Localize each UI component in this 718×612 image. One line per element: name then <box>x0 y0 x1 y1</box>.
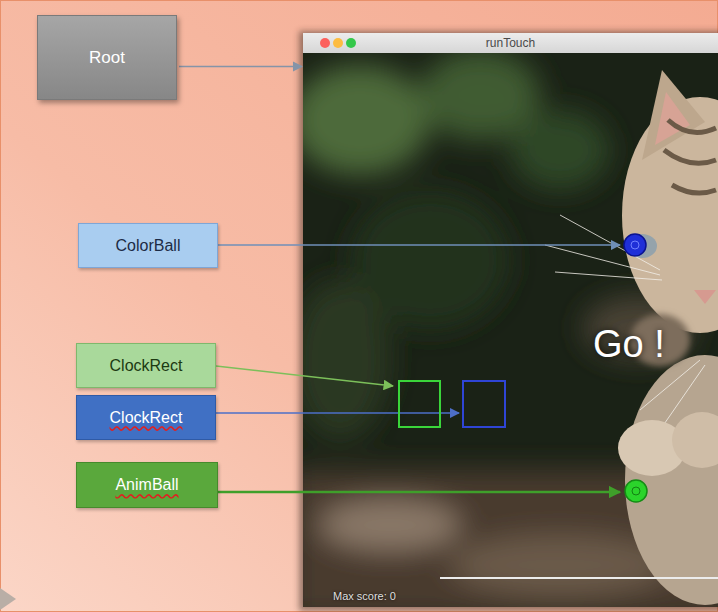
ball-mark <box>632 487 640 495</box>
color-ball-sprite <box>624 234 646 256</box>
progress-bar <box>440 577 718 579</box>
app-window: runTouch Go ! Max score: 0 <box>303 33 718 607</box>
cat-ear <box>642 70 705 160</box>
text-slot: Max score: 0 <box>333 590 396 602</box>
class-box: ClockRect <box>76 343 216 388</box>
class-box: ColorBall <box>78 223 218 268</box>
foliage-blob <box>510 110 610 190</box>
close-button <box>320 38 330 48</box>
pointer-arrow <box>216 366 393 386</box>
text-slot: runTouch <box>303 36 718 50</box>
pointer-arrow <box>216 412 459 414</box>
pointer-arrow <box>218 491 620 494</box>
cat-nose <box>694 290 716 304</box>
cat-whiskers <box>545 215 705 430</box>
cat-paw <box>672 412 718 468</box>
zoom-button <box>346 38 356 48</box>
floor-light <box>320 500 460 550</box>
clock-rect-sprite <box>463 381 505 427</box>
foliage-blob <box>303 280 390 440</box>
title-bar <box>303 33 718 53</box>
box-label: ColorBall <box>116 237 181 255</box>
window-title: runTouch <box>303 36 718 50</box>
class-box: AnimBall <box>76 462 218 508</box>
minimize-button <box>333 38 343 48</box>
score-label: Max score: 0 <box>333 590 396 602</box>
pointer-arrow <box>218 244 620 246</box>
cat-body <box>625 355 718 605</box>
cat-stripes <box>664 120 716 193</box>
box-label: ClockRect <box>110 409 183 427</box>
anim-ball-sprite <box>625 480 647 502</box>
nav-triangle <box>0 588 16 610</box>
ball-mark <box>631 241 639 249</box>
connector-arrow <box>179 66 302 68</box>
box-label: AnimBall <box>115 476 178 494</box>
game-message: Go ! <box>593 323 665 366</box>
clock-rect-sprite <box>399 381 440 427</box>
foliage-blob <box>303 65 430 175</box>
box-label: ClockRect <box>110 357 183 375</box>
cat-ear-inner <box>655 92 690 145</box>
box-label: Root <box>89 48 125 68</box>
text-slot: Go ! <box>593 323 665 366</box>
cat-photo <box>303 53 718 607</box>
class-box: ClockRect <box>76 395 216 440</box>
root-box: Root <box>37 15 177 100</box>
